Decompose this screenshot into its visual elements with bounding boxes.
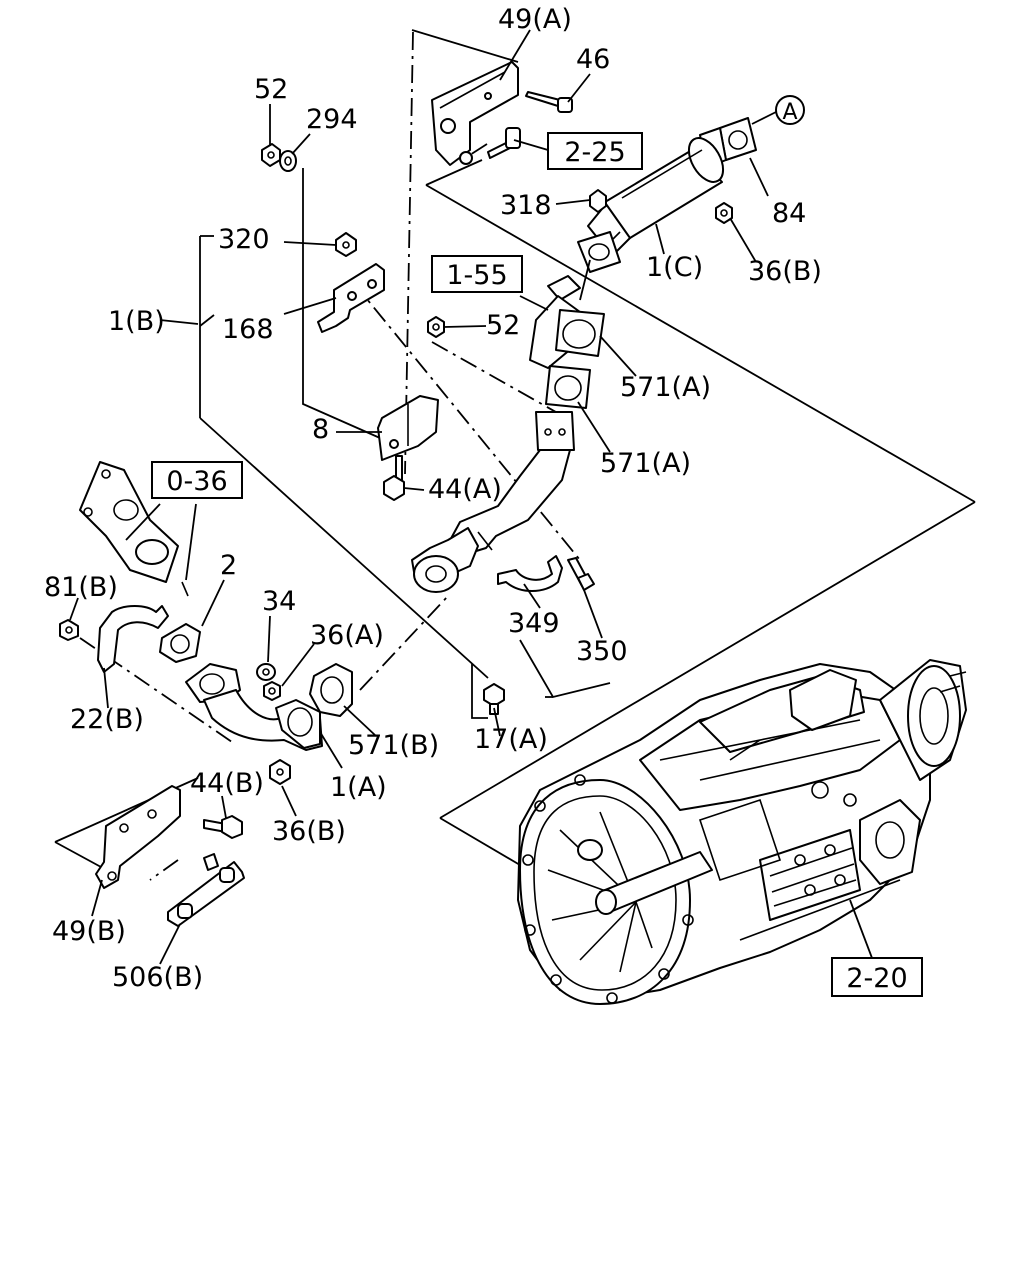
boundary-lines: [54, 29, 976, 881]
bolt-44a: [383, 455, 405, 501]
label-81b: 81(B): [44, 572, 118, 603]
circle-a-marker: A: [775, 95, 805, 125]
bolt-2-25: [487, 127, 521, 159]
label-1a: 1(A): [330, 772, 387, 803]
clamp-22b: [97, 605, 169, 673]
label-36b-top: 36(B): [748, 256, 822, 287]
label-294: 294: [306, 104, 358, 135]
bracket-49a: [431, 61, 519, 166]
label-49b: 49(B): [52, 916, 126, 947]
label-1c: 1(C): [646, 252, 703, 283]
label-571a-2: 571(A): [600, 448, 691, 479]
ref-1-55-text: 1-55: [446, 260, 507, 291]
label-84: 84: [772, 198, 806, 229]
ref-box-0-36[interactable]: 0-36: [151, 461, 243, 499]
exhaust-pipe-1c: [577, 117, 757, 273]
bracket-8: [377, 395, 439, 461]
nut-318: [589, 189, 607, 213]
label-49a: 49(A): [498, 4, 572, 35]
label-22b: 22(B): [70, 704, 144, 735]
washer-294: [279, 150, 297, 172]
leader-lines: [69, 29, 873, 965]
label-318: 318: [500, 190, 552, 221]
label-52-top: 52: [254, 74, 288, 105]
nut-320: [335, 232, 357, 257]
nut-36b-top: [715, 202, 733, 224]
label-2: 2: [220, 550, 237, 581]
label-168: 168: [222, 314, 274, 345]
ref-2-25-text: 2-25: [564, 137, 625, 168]
label-571b: 571(B): [348, 730, 439, 761]
nut-36b-bottom: [269, 759, 291, 785]
circle-a-text: A: [782, 100, 797, 125]
gasket-2: [159, 623, 201, 663]
label-506b: 506(B): [112, 962, 203, 993]
label-36b-bottom: 36(B): [272, 816, 346, 847]
gasket-571b: [309, 663, 353, 717]
bolt-350: [567, 557, 595, 591]
label-8: 8: [312, 414, 329, 445]
label-571a-1: 571(A): [620, 372, 711, 403]
washer-34: [256, 663, 276, 681]
bracket-49b: [95, 785, 181, 889]
plate-506b: [167, 853, 245, 927]
clamp-349: [497, 555, 563, 592]
ref-box-1-55[interactable]: 1-55: [431, 255, 523, 293]
label-44b: 44(B): [190, 768, 264, 799]
bolt-46: [525, 91, 573, 113]
label-350: 350: [576, 636, 628, 667]
bolt-44b: [203, 815, 243, 839]
nut-36a: [263, 681, 281, 701]
label-34: 34: [262, 586, 296, 617]
label-1b: 1(B): [108, 306, 165, 337]
label-349: 349: [508, 608, 560, 639]
main-down-pipe: [411, 449, 571, 593]
ref-box-2-20[interactable]: 2-20: [831, 957, 923, 997]
label-44a: 44(A): [428, 474, 502, 505]
transmission-2-20: [517, 659, 967, 1005]
label-46: 46: [576, 44, 610, 75]
bolt-17a: [483, 683, 505, 715]
ref-0-36-text: 0-36: [166, 466, 227, 497]
nut-52-mid: [427, 316, 445, 338]
part-labels: 49(A) 46 52 294 318 84 320 1(C) 36(B) 1(…: [44, 4, 822, 993]
nut-52-top: [261, 143, 281, 167]
ref-box-2-25[interactable]: 2-25: [547, 132, 643, 170]
pipe-section-1-55: [529, 275, 605, 451]
front-pipe-1a: [185, 663, 323, 751]
label-36a: 36(A): [310, 620, 384, 651]
nut-81b: [59, 619, 79, 641]
bracket-168: [317, 263, 385, 333]
label-320: 320: [218, 224, 270, 255]
ref-2-20-text: 2-20: [846, 963, 907, 994]
manifold-0-36: [79, 461, 189, 597]
label-52-mid: 52: [486, 310, 520, 341]
label-17a: 17(A): [474, 724, 548, 755]
